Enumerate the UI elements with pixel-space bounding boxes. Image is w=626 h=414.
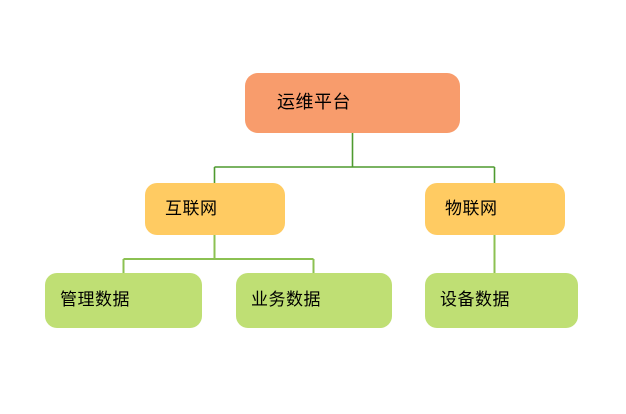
node-internet[interactable]: 互联网	[145, 183, 285, 235]
node-iot[interactable]: 物联网	[425, 183, 565, 235]
node-root[interactable]: 运维平台	[245, 73, 460, 133]
edge-root-to-level2	[213, 133, 496, 183]
node-device-data-label: 设备数据	[440, 290, 510, 311]
node-business-data-label: 业务数据	[251, 290, 321, 311]
node-management-data[interactable]: 管理数据	[45, 273, 202, 328]
node-business-data[interactable]: 业务数据	[236, 273, 392, 328]
node-root-label: 运维平台	[277, 92, 351, 114]
node-internet-label: 互联网	[165, 198, 218, 219]
node-management-data-label: 管理数据	[60, 290, 130, 311]
node-iot-label: 物联网	[445, 198, 498, 219]
node-device-data[interactable]: 设备数据	[425, 273, 578, 328]
edge-internet-to-level3	[122, 235, 315, 273]
